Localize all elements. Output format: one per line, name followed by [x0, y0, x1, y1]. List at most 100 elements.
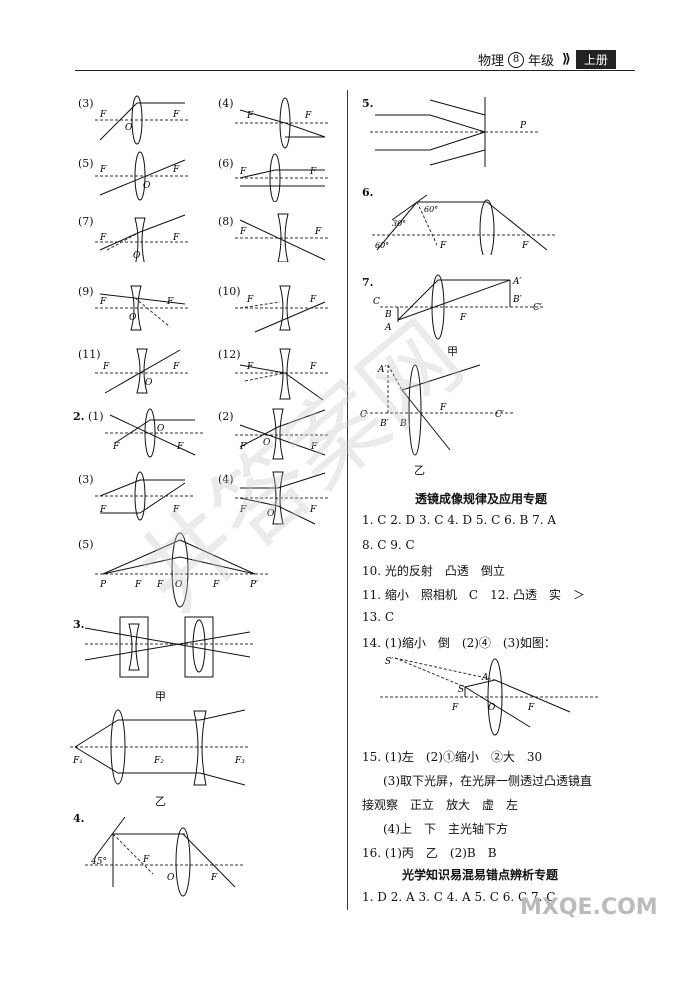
svg-text:30°: 30° — [392, 219, 406, 228]
answer-line-8: (3)取下光屏，在光屏一侧透过凸透镜直 — [383, 774, 592, 788]
svg-text:F: F — [172, 110, 180, 120]
question-4-number: 4. — [73, 812, 85, 825]
svg-text:F: F — [239, 442, 247, 452]
svg-text:F: F — [239, 167, 247, 177]
column-divider — [347, 90, 348, 910]
q2-label-3: (3) — [78, 473, 94, 486]
svg-text:F: F — [309, 505, 317, 515]
svg-text:O: O — [167, 873, 175, 883]
mirror-reflection-diagram: P — [370, 97, 540, 167]
svg-text:C′: C′ — [495, 410, 504, 420]
chevron-icon: ⟩⟩ — [562, 52, 571, 67]
fig-label-8: (8) — [218, 215, 234, 228]
answer-line-1: 1. C 2. D 3. C 4. D 5. C 6. B 7. A — [362, 513, 557, 527]
fig-label-7: (7) — [78, 215, 94, 228]
svg-text:B: B — [384, 310, 392, 320]
svg-text:F: F — [246, 295, 254, 305]
lens-diagram-7: FOF — [95, 214, 190, 262]
svg-text:F: F — [310, 442, 318, 452]
svg-text:60°: 60° — [424, 205, 438, 214]
svg-text:F: F — [239, 227, 247, 237]
svg-text:O: O — [129, 313, 137, 323]
caption-yi: 乙 — [155, 795, 166, 808]
svg-text:O: O — [263, 438, 271, 448]
svg-text:F₂: F₂ — [153, 756, 164, 766]
svg-text:F: F — [439, 241, 447, 251]
svg-text:F: F — [99, 297, 107, 307]
image-formation-diagram-jia: CBA FA′ B′C′ — [373, 274, 545, 340]
grade-label: 年级 — [528, 54, 555, 69]
q2-label-2: (2) — [218, 410, 234, 423]
svg-text:O: O — [145, 378, 153, 388]
svg-text:O: O — [143, 181, 151, 191]
svg-text:O: O — [157, 424, 165, 434]
svg-text:F: F — [99, 165, 107, 175]
lens-diagram-9: FOF — [95, 285, 190, 331]
svg-text:F: F — [527, 703, 535, 713]
question-7-number: 7. — [362, 276, 374, 289]
q2-label-5: (5) — [78, 538, 94, 551]
svg-text:F₁: F₁ — [72, 756, 83, 766]
svg-text:45°: 45° — [90, 857, 107, 867]
fig-label-5: (5) — [78, 157, 94, 170]
answer-line-2: 8. C 9. C — [362, 538, 415, 552]
fig-label-10: (10) — [218, 285, 241, 298]
answer-line-10: (4)上 下 主光轴下方 — [383, 822, 508, 836]
svg-text:F: F — [99, 505, 107, 515]
svg-text:F: F — [309, 362, 317, 372]
image-formation-diagram-yi: A′C B′B FC′ — [360, 364, 515, 456]
svg-text:C: C — [360, 410, 367, 420]
svg-text:B′: B′ — [512, 295, 522, 305]
answer-line-6: 14. (1)缩小 倒 (2)④ (3)如图： — [362, 636, 556, 650]
svg-text:F: F — [102, 362, 110, 372]
caption-jia: 甲 — [155, 690, 166, 703]
svg-text:B: B — [399, 419, 407, 429]
mirror-angle-diagram: 60° 30° 60° F F — [372, 194, 557, 255]
svg-text:O: O — [175, 580, 183, 590]
svg-text:F: F — [112, 442, 120, 452]
svg-text:F: F — [309, 167, 317, 177]
svg-text:F: F — [439, 403, 447, 413]
svg-text:F: F — [304, 111, 312, 121]
question-2-number: 2. — [73, 410, 85, 423]
svg-text:A′: A′ — [512, 277, 522, 287]
svg-text:C′: C′ — [533, 303, 542, 313]
answer-line-11: 16. (1)丙 乙 (2)B B — [362, 846, 497, 860]
question-6-number: 6. — [362, 186, 374, 199]
svg-text:F: F — [521, 241, 529, 251]
svg-text:S′: S′ — [385, 657, 393, 667]
section-title-lens-imaging: 透镜成像规律及应用专题 — [415, 492, 548, 506]
question-5-number: 5. — [362, 97, 374, 110]
volume-label: 上册 — [575, 50, 616, 69]
caption-yi-7: 乙 — [414, 464, 425, 477]
fig-label-11: (11) — [78, 348, 101, 361]
svg-text:F: F — [309, 295, 317, 305]
svg-text:60°: 60° — [375, 241, 389, 250]
lens-diagram-11: FOF — [95, 348, 190, 394]
svg-text:F: F — [459, 313, 467, 323]
svg-text:O: O — [125, 123, 133, 133]
question-3-number: 3. — [73, 618, 85, 631]
fig-label-3: (3) — [78, 97, 94, 110]
svg-text:F: F — [142, 855, 150, 865]
svg-text:F: F — [134, 580, 142, 590]
lens-diagram-5: FOF — [95, 151, 190, 201]
svg-text:P′: P′ — [249, 580, 258, 590]
svg-text:F: F — [239, 505, 247, 515]
svg-text:F: F — [156, 580, 164, 590]
svg-text:F: F — [246, 111, 254, 121]
q2-label-4: (4) — [218, 473, 234, 486]
fig-label-4: (4) — [218, 97, 234, 110]
svg-text:O: O — [133, 251, 141, 261]
grade-badge: 8 — [508, 51, 525, 68]
svg-text:F: F — [212, 580, 220, 590]
svg-text:O: O — [267, 509, 275, 519]
